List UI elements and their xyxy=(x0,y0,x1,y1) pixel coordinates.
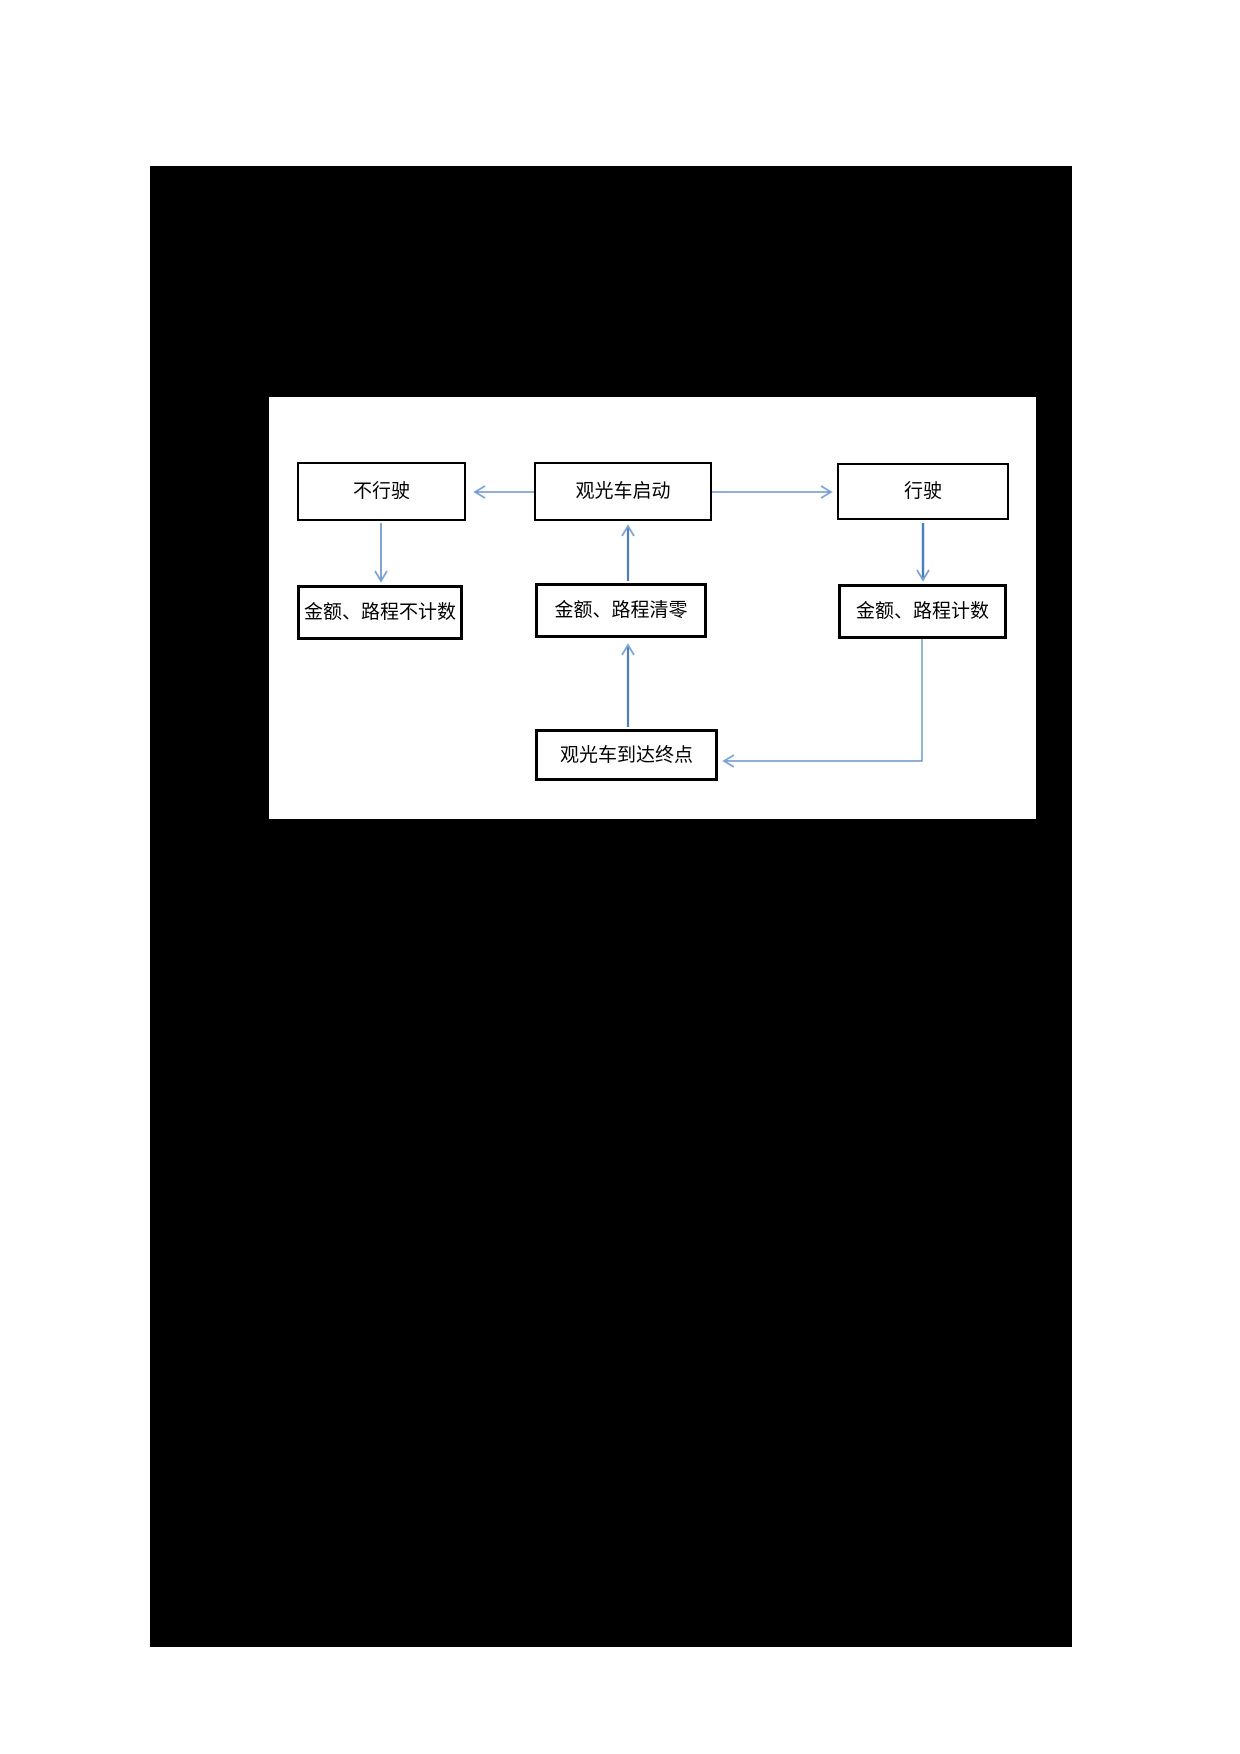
edge-count-to-terminal xyxy=(722,639,923,768)
node-no-count: 金额、路程不计数 xyxy=(297,585,463,640)
node-terminal: 观光车到达终点 xyxy=(535,729,718,781)
node-reset-label: 金额、路程清零 xyxy=(554,600,688,621)
node-reset: 金额、路程清零 xyxy=(535,583,707,638)
node-count-label: 金额、路程计数 xyxy=(855,601,989,622)
node-count: 金额、路程计数 xyxy=(838,584,1007,639)
node-driving-label: 行驶 xyxy=(903,481,942,502)
node-not-driving-label: 不行驶 xyxy=(352,481,410,502)
black-canvas: 不行驶 观光车启动 行驶 金额、路程不计数 金额、路程清零 金额、路程计数 观光… xyxy=(150,166,1072,1647)
flowchart: 不行驶 观光车启动 行驶 金额、路程不计数 金额、路程清零 金额、路程计数 观光… xyxy=(269,397,1036,819)
node-start-label: 观光车启动 xyxy=(575,481,671,502)
node-start: 观光车启动 xyxy=(534,462,712,521)
node-driving: 行驶 xyxy=(837,463,1009,520)
node-not-driving: 不行驶 xyxy=(297,462,466,521)
node-terminal-label: 观光车到达终点 xyxy=(559,744,693,766)
node-no-count-label: 金额、路程不计数 xyxy=(303,602,456,623)
